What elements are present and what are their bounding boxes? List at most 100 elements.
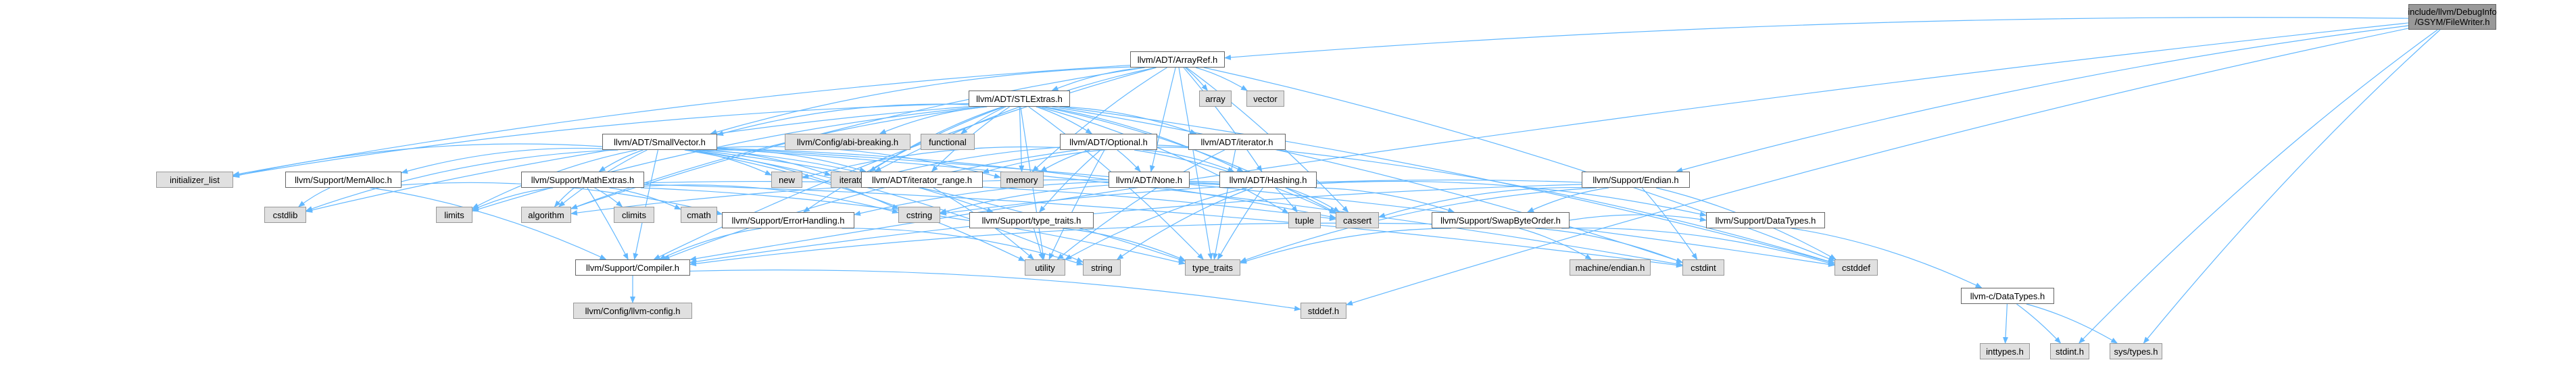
- node-label: limits: [444, 209, 464, 220]
- node-label: memory: [1006, 174, 1038, 185]
- edge-arrayref-to-cassert: [1186, 67, 1349, 213]
- node-label: llvm/Support/DataTypes.h: [1715, 215, 1816, 226]
- edge-mathextras-to-cstring: [643, 184, 899, 214]
- edge-arrayref-to-hashing: [1183, 67, 1263, 172]
- node-stddef: stddef.h: [1301, 303, 1346, 319]
- edge-adtiterator-to-typetraits: [1213, 149, 1236, 260]
- node-label: cassert: [1343, 215, 1371, 226]
- node-label: llvm/Support/ErrorHandling.h: [731, 215, 845, 226]
- node-label: llvm-c/DataTypes.h: [1970, 290, 2045, 301]
- edge-hashing-to-utility: [1065, 187, 1248, 260]
- edge-cdatatypes-to-stdint: [2016, 303, 2062, 344]
- node-endian[interactable]: llvm/Support/Endian.h: [1582, 172, 1690, 188]
- edge-optional-to-hashing: [1142, 149, 1235, 172]
- edge-hashing-to-string: [1116, 187, 1253, 260]
- node-cdatatypes[interactable]: llvm-c/DataTypes.h: [1961, 288, 2054, 304]
- edge-optional-to-memory: [1040, 149, 1090, 172]
- node-compiler[interactable]: llvm/Support/Compiler.h: [575, 259, 690, 276]
- edge-mathextras-to-climits: [594, 187, 623, 207]
- edge-stllextras-to-tuple: [1038, 106, 1289, 214]
- edge-cdatatypes-to-inttypes: [2003, 303, 2009, 344]
- node-new: new: [771, 172, 802, 188]
- edge-arrayref-to-initlist: [233, 64, 1131, 177]
- node-systypes: sys/types.h: [2110, 343, 2162, 359]
- node-array: array: [1199, 91, 1232, 107]
- node-swapbyteorder[interactable]: llvm/Support/SwapByteOrder.h: [1432, 212, 1570, 228]
- edge-swapbyteorder-to-cstdint: [1535, 228, 1683, 263]
- edge-root-to-compiler: [689, 22, 2409, 261]
- edge-mathextras-to-cstdint: [643, 184, 1683, 268]
- edge-optional-to-typetraitsllvm: [1039, 149, 1101, 213]
- node-label: cstring: [906, 209, 933, 220]
- node-label: llvm/Config/abi-breaking.h: [796, 136, 899, 147]
- node-smallvector[interactable]: llvm/ADT/SmallVector.h: [602, 134, 717, 150]
- node-none[interactable]: llvm/ADT/None.h: [1109, 172, 1190, 188]
- edge-arrayref-to-smallvector: [710, 66, 1131, 135]
- edge-smallvector-to-cstdlib: [306, 149, 618, 211]
- node-label: vector: [1253, 93, 1278, 104]
- node-stllextras[interactable]: llvm/ADT/STLExtras.h: [969, 91, 1070, 107]
- edge-cdatatypes-to-systypes: [2026, 303, 2118, 344]
- edge-datatypes-to-cdatatypes: [1791, 228, 1983, 288]
- node-adtiterator[interactable]: llvm/ADT/iterator.h: [1188, 134, 1286, 150]
- node-cassert: cassert: [1336, 212, 1379, 228]
- edge-arrayref-to-stllextras: [1051, 67, 1145, 91]
- node-hashing[interactable]: llvm/ADT/Hashing.h: [1219, 172, 1317, 188]
- node-label: cstddef: [1842, 262, 1870, 273]
- edge-endian-to-swapbyteorder: [1527, 187, 1609, 213]
- edge-root-to-stdint: [2079, 29, 2438, 344]
- node-label: iterator: [839, 174, 867, 185]
- edge-arrayref-to-none: [1149, 67, 1176, 172]
- edge-smallvector-to-memalloc: [401, 147, 603, 174]
- node-functional: functional: [921, 134, 975, 150]
- node-limits: limits: [436, 207, 472, 223]
- edge-smallvector-to-string: [688, 149, 1084, 263]
- edge-stllextras-to-cstdint: [1052, 106, 1683, 263]
- edge-errorhandling-to-compiler: [658, 228, 762, 260]
- edge-stllextras-to-smallvector: [716, 103, 969, 136]
- edge-root-to-stddef: [1346, 28, 2409, 306]
- node-optional[interactable]: llvm/ADT/Optional.h: [1060, 134, 1157, 150]
- edge-compiler-to-stddef: [689, 270, 1301, 311]
- node-iteratorrange[interactable]: llvm/ADT/iterator_range.h: [861, 172, 983, 188]
- node-label: utility: [1035, 262, 1055, 273]
- edge-stllextras-to-initlist: [233, 103, 969, 178]
- edge-mathextras-to-compiler: [587, 187, 629, 260]
- node-label: include/llvm/DebugInfo /GSYM/FileWriter.…: [2408, 7, 2497, 27]
- node-vector: vector: [1246, 91, 1284, 107]
- node-mathextras[interactable]: llvm/Support/MathExtras.h: [521, 172, 644, 188]
- node-inttypes: inttypes.h: [1980, 343, 2030, 359]
- node-typetraitsllvm[interactable]: llvm/Support/type_traits.h: [969, 212, 1094, 228]
- node-label: llvm/ADT/iterator_range.h: [871, 174, 973, 185]
- edge-stllextras-to-memory: [1019, 106, 1025, 172]
- edge-optional-to-new: [802, 146, 1061, 179]
- node-label: llvm/ADT/iterator.h: [1200, 136, 1273, 147]
- node-arrayref[interactable]: llvm/ADT/ArrayRef.h: [1130, 51, 1225, 68]
- node-cstring: cstring: [898, 207, 940, 223]
- edge-optional-to-utility: [1048, 149, 1105, 260]
- node-memalloc[interactable]: llvm/Support/MemAlloc.h: [285, 172, 402, 188]
- node-cstdlib: cstdlib: [264, 207, 306, 223]
- node-tuple: tuple: [1288, 212, 1321, 228]
- edge-arrayref-to-vector: [1195, 67, 1248, 91]
- edge-mathextras-to-algorithm: [554, 187, 575, 207]
- edge-mathextras-to-limits: [472, 187, 554, 211]
- node-label: cmath: [687, 209, 711, 220]
- edge-smallvector-to-cstddef: [716, 147, 1835, 268]
- node-label: machine/endian.h: [1575, 262, 1645, 273]
- edge-hashing-to-swapbyteorder: [1314, 187, 1455, 213]
- edge-optional-to-none: [1117, 149, 1141, 172]
- node-label: llvm/Support/MemAlloc.h: [295, 174, 392, 185]
- node-errorhandling[interactable]: llvm/Support/ErrorHandling.h: [722, 212, 854, 228]
- node-machineendian: machine/endian.h: [1570, 259, 1651, 276]
- node-string: string: [1083, 259, 1121, 276]
- node-datatypes[interactable]: llvm/Support/DataTypes.h: [1706, 212, 1825, 228]
- edge-hashing-to-tuple: [1275, 187, 1298, 213]
- node-root: include/llvm/DebugInfo /GSYM/FileWriter.…: [2408, 4, 2497, 30]
- node-label: llvm/Support/SwapByteOrder.h: [1440, 215, 1561, 226]
- edge-adtiterator-to-cstddef: [1277, 149, 1835, 264]
- node-algorithm: algorithm: [521, 207, 571, 223]
- edge-hashing-to-typetraits: [1217, 187, 1263, 260]
- edge-endian-to-compiler: [689, 184, 1582, 265]
- edge-swapbyteorder-to-datatypes: [1569, 214, 1707, 222]
